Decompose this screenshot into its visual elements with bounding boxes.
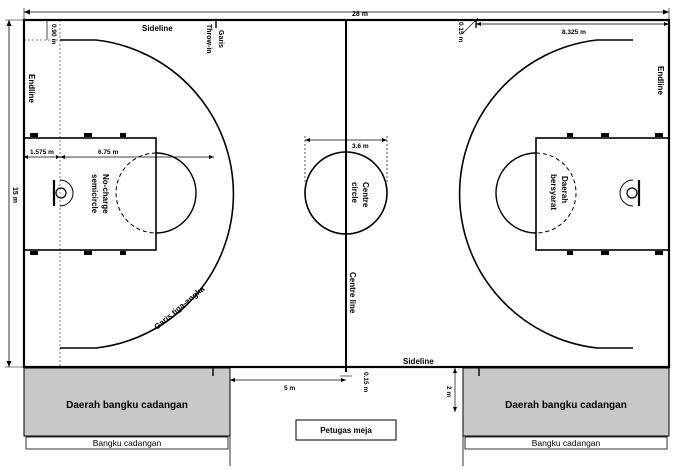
dim-8325m-label: 8.325 m xyxy=(562,29,586,36)
hoop-right xyxy=(626,187,638,199)
dim-1575m-label: 1.575 m xyxy=(30,149,54,156)
dim-28m-label: 28 m xyxy=(352,11,368,18)
bench-area-left xyxy=(23,367,231,437)
centre-circle-label-2: circle xyxy=(350,182,359,203)
throw-in-label-1: Garis xyxy=(217,30,224,48)
dim-5m-label: 5 m xyxy=(284,385,295,392)
bench-right-label: Bangku cadangan xyxy=(532,438,601,448)
bench-left xyxy=(25,436,229,450)
dim-015m-top-label: 0.15 m xyxy=(457,22,464,42)
no-charge-semicircle-right xyxy=(619,179,634,207)
no-charge-label-1: No-charge xyxy=(101,174,110,214)
endline-left-label: Endline xyxy=(27,74,36,103)
table-officials-box xyxy=(295,419,397,441)
throw-in-label-2: Throw-in xyxy=(205,24,212,54)
sideline-bottom-label: Sideline xyxy=(403,357,434,366)
hoop-left xyxy=(55,187,67,199)
dim-36m-label: 3.6 m xyxy=(352,143,369,150)
restricted-area-left xyxy=(23,137,157,251)
no-charge-label-2: semicircle xyxy=(90,174,99,214)
bench-area-left-label: Daerah bangku cadangan xyxy=(66,400,188,411)
dim-675m-label: 6.75 m xyxy=(98,149,118,156)
restricted-area-right xyxy=(535,137,670,251)
free-throw-circle-left xyxy=(155,152,197,234)
dim-015m-bottom-label: 0.15 m xyxy=(362,372,369,392)
table-officials-label: Petugas meja xyxy=(320,426,372,435)
free-throw-circle-right xyxy=(495,152,537,234)
dim-090m-label: 0.90 m xyxy=(50,24,57,44)
restricted-area-label-2: bersyarat xyxy=(549,174,558,210)
restricted-area-label-1: Daerah xyxy=(560,176,569,203)
sideline-top-label: Sideline xyxy=(142,24,173,33)
bench-right xyxy=(464,436,668,450)
three-point-line-label: Garis tiga-angka xyxy=(153,284,207,332)
bench-area-right-label: Daerah bangku cadangan xyxy=(505,400,627,411)
endline-right-label: Endline xyxy=(656,66,665,95)
dim-2m-label: 2 m xyxy=(445,386,452,397)
bench-left-label: Bangku cadangan xyxy=(93,438,162,448)
dim-15m-label: 15 m xyxy=(11,187,18,203)
centre-line-label: Centre line xyxy=(348,272,357,314)
no-charge-semicircle-left xyxy=(59,179,74,207)
centre-circle xyxy=(304,151,388,235)
bench-area-right xyxy=(462,367,670,437)
three-point-line-right xyxy=(458,39,633,349)
three-point-line-left xyxy=(60,39,235,349)
centre-circle-label-1: Centre xyxy=(361,182,370,208)
